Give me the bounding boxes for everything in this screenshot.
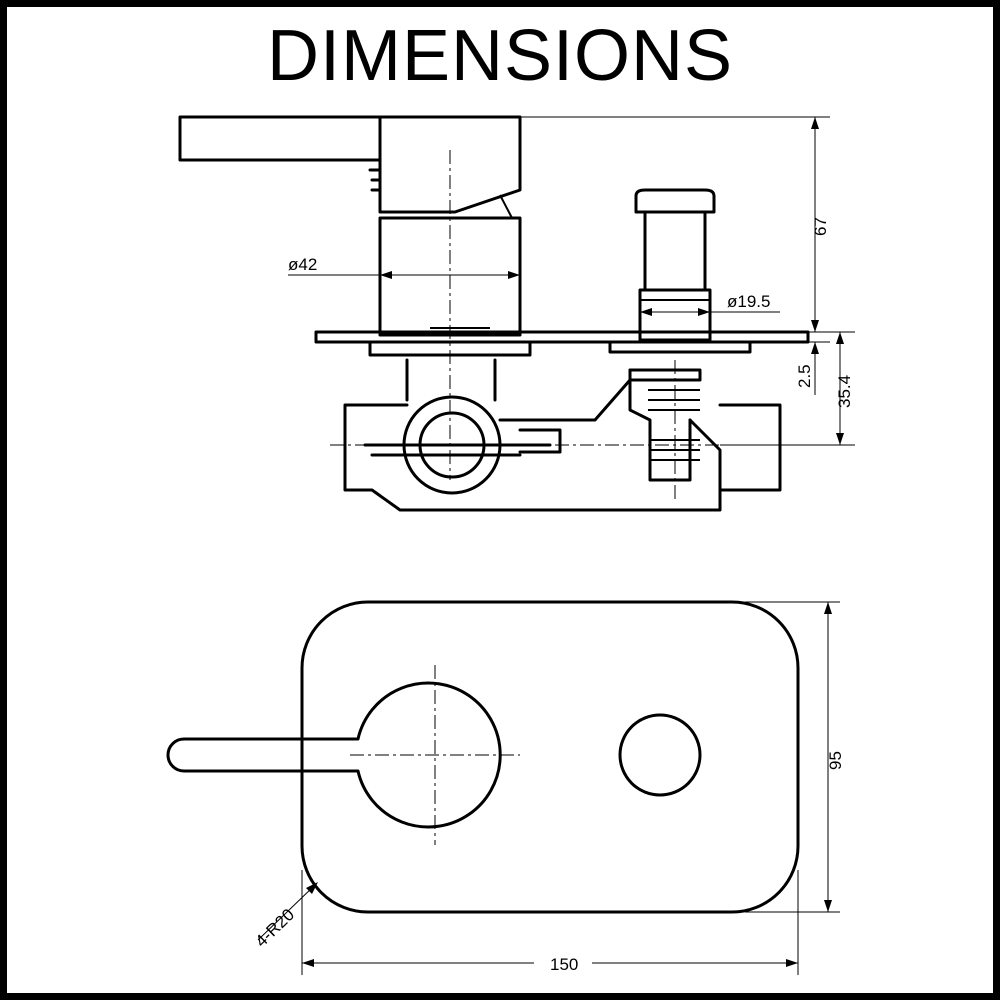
wall-plate-front — [300, 600, 800, 914]
dimension-lines — [257, 116, 855, 975]
dim-plate-thickness: 2.5 — [795, 364, 814, 388]
dim-button-diameter: ø19.5 — [727, 292, 770, 311]
side-lever — [178, 115, 382, 162]
front-button — [618, 713, 702, 797]
diverter-button — [634, 188, 716, 342]
dim-plate-width: 150 — [550, 955, 578, 974]
dim-plate-height: 95 — [826, 751, 845, 770]
dim-handle-diameter: ø42 — [288, 255, 317, 274]
front-lever — [166, 681, 502, 829]
page-title: DIMENSIONS — [266, 16, 734, 96]
dim-plate-to-center: 35.4 — [835, 375, 854, 408]
dim-total-depth: 67 — [811, 217, 830, 236]
handle-cylinder — [378, 216, 522, 337]
valve-body — [343, 358, 782, 512]
dim-corner-radius: 4-R20 — [252, 905, 299, 951]
front-view — [166, 600, 800, 914]
dim-width-bg — [534, 952, 592, 974]
side-view — [178, 115, 810, 512]
